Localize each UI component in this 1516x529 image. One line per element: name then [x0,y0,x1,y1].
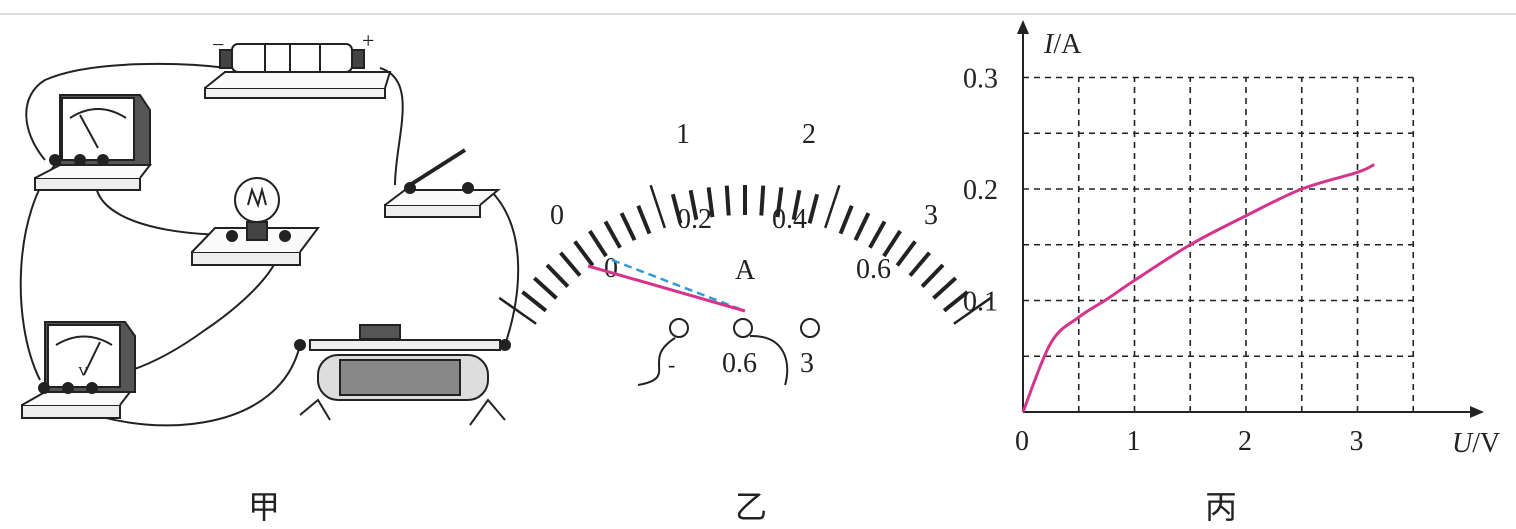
voltmeter-letter: V [78,365,88,380]
dial-minor-tick [882,229,902,258]
dial-minor-tick [619,212,637,242]
x-tick-label: 3 [1350,426,1364,457]
dial-minor-tick [932,276,958,300]
lead-wire [749,334,789,386]
terminal-3 [800,318,820,338]
dial-minor-tick [688,189,699,221]
terminal-minus [669,318,689,338]
dial-major-tick [649,184,666,229]
dial-minor-tick [868,220,887,249]
i-u-graph: I/A U/V 0.3 0.2 0.1 0 1 2 3 [963,20,1500,459]
y-axis-arrow-icon [1017,20,1029,34]
i-u-curve [1021,163,1375,413]
lamp [191,177,320,266]
dial-minor-tick [920,263,945,288]
voltmeter-device: V [21,321,136,419]
dial-minor-tick [670,193,683,224]
dial-bottom-label-0: 0 [604,253,618,284]
dial-bottom-label-1: 0.2 [677,204,712,235]
dial-tick-marks [498,184,992,325]
dial-minor-tick [521,290,548,313]
ammeter-device [34,94,153,191]
dial-unit-label: A [735,255,756,286]
dial-minor-tick [588,229,608,258]
terminal-label-0-6: 0.6 [722,348,757,379]
dial-minor-tick [559,251,582,277]
dial-minor-tick [775,187,784,218]
x-tick-label: 2 [1238,426,1252,457]
ammeter-dial: 0 1 2 3 0 0.2 0.4 0.6 A - 0.6 3 [498,119,992,386]
y-axis-label: I/A [1043,29,1082,60]
wire [379,67,404,186]
lead-wire [637,337,676,386]
battery-minus-label: − [212,32,224,57]
terminal-label-minus: - [668,352,675,377]
y-axis-var: I [1043,29,1055,60]
dial-minor-tick [573,240,595,267]
needle-dashed [611,258,746,313]
dial-top-label-0: 0 [550,200,564,231]
battery: − + [204,28,392,99]
wire [489,189,520,346]
dial-minor-tick [853,212,871,242]
y-tick-labels: 0.3 0.2 0.1 [963,64,998,318]
dial-minor-tick [759,185,766,216]
graph-grid [1023,76,1415,412]
dial-minor-tick [636,205,652,235]
dial-minor-tick [603,220,622,249]
x-axis-label: U/V [1452,428,1500,459]
dial-minor-tick [532,276,558,300]
caption-right: 丙 [1205,488,1237,526]
y-tick-label: 0.1 [963,287,998,318]
dial-minor-tick [942,290,969,313]
caption-middle: 乙 [735,488,767,526]
x-tick-label: 1 [1127,426,1141,457]
x-axis-unit: /V [1472,428,1500,459]
dial-minor-tick [706,187,715,218]
dial-minor-tick [724,185,731,216]
circuit-diagram: − + V [19,28,520,427]
dial-minor-tick [807,193,820,224]
terminal-label-3: 3 [800,348,814,379]
y-tick-label: 0.3 [963,64,998,95]
wire [25,62,229,161]
switch [384,148,501,218]
x-axis-arrow-icon [1470,406,1484,418]
rheostat [294,324,511,426]
x-axis-var: U [1452,428,1474,459]
dial-minor-tick [895,240,917,267]
x-tick-labels: 0 1 2 3 [1015,426,1364,457]
wire [79,344,301,427]
y-tick-label: 0.2 [963,175,998,206]
dial-major-tick [824,184,841,229]
x-tick-label: 0 [1015,426,1029,457]
dial-minor-tick [545,263,570,288]
y-axis-unit: /A [1053,29,1082,60]
dial-major-tick [498,296,537,325]
dial-major-tick [953,296,992,325]
dial-bottom-label-2: 0.4 [772,204,807,235]
dial-minor-tick [908,251,931,277]
dial-minor-tick [838,205,854,235]
dial-top-label-1: 1 [676,119,690,150]
caption-left: 甲 [248,488,280,526]
needle-solid [587,264,746,313]
battery-plus-label: + [362,28,374,53]
dial-top-label-2: 2 [802,119,816,150]
dial-top-label-3: 3 [924,200,938,231]
dial-minor-tick [791,189,802,221]
terminal-0-6 [733,318,753,338]
dial-bottom-label-3: 0.6 [856,254,891,285]
